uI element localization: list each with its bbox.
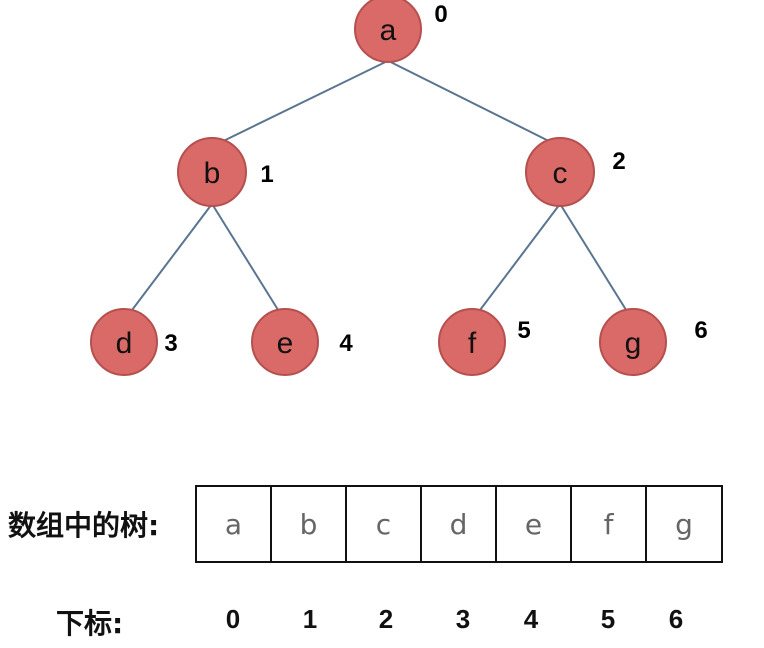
array-cell: b (272, 487, 347, 561)
node-index-label: 0 (434, 1, 447, 28)
array-index: 5 (600, 604, 616, 634)
node-label: d (116, 327, 133, 360)
tree-edge-b-d (130, 205, 212, 313)
node-circle (599, 308, 667, 376)
node-index-label: 1 (260, 161, 273, 188)
array-cell: g (675, 507, 693, 541)
node-label: g (625, 327, 642, 360)
node-label: c (553, 157, 568, 190)
array-index: 3 (455, 604, 471, 634)
tree-edge-a-b (223, 61, 386, 142)
node-index-label: 6 (694, 317, 707, 344)
array-index: 2 (378, 604, 394, 634)
node-circle (438, 308, 506, 376)
array-index: 1 (302, 604, 318, 634)
array-cell: d (422, 487, 497, 561)
node-label: f (468, 327, 477, 360)
node-label: e (277, 327, 294, 360)
array-index: 6 (668, 604, 684, 634)
array-index: 4 (523, 604, 539, 634)
node-index-label: 5 (517, 317, 530, 344)
array-cell: e (497, 487, 572, 561)
node-index-label: 3 (164, 330, 177, 357)
array-index: 0 (225, 604, 241, 634)
array-row: a b c d e f g (195, 485, 723, 563)
array-cell: f (572, 487, 647, 561)
node-circle (90, 308, 158, 376)
tree-edge-c-f (478, 205, 560, 313)
tree-edge-b-e (212, 205, 280, 313)
tree-edge-c-g (560, 205, 628, 313)
tree-edge-a-c (390, 61, 549, 142)
array-caption: 数组中的树: (8, 509, 160, 542)
array-cell: a (197, 487, 272, 561)
node-label: a (380, 14, 397, 47)
node-index-label: 4 (339, 330, 353, 357)
array-cell: c (347, 487, 422, 561)
node-index-label: 2 (612, 148, 625, 175)
index-caption: 下标: (56, 607, 124, 640)
node-circle (525, 137, 595, 207)
node-circle (251, 308, 319, 376)
node-circle (354, 0, 422, 63)
node-label: b (204, 157, 221, 190)
node-circle (177, 137, 247, 207)
